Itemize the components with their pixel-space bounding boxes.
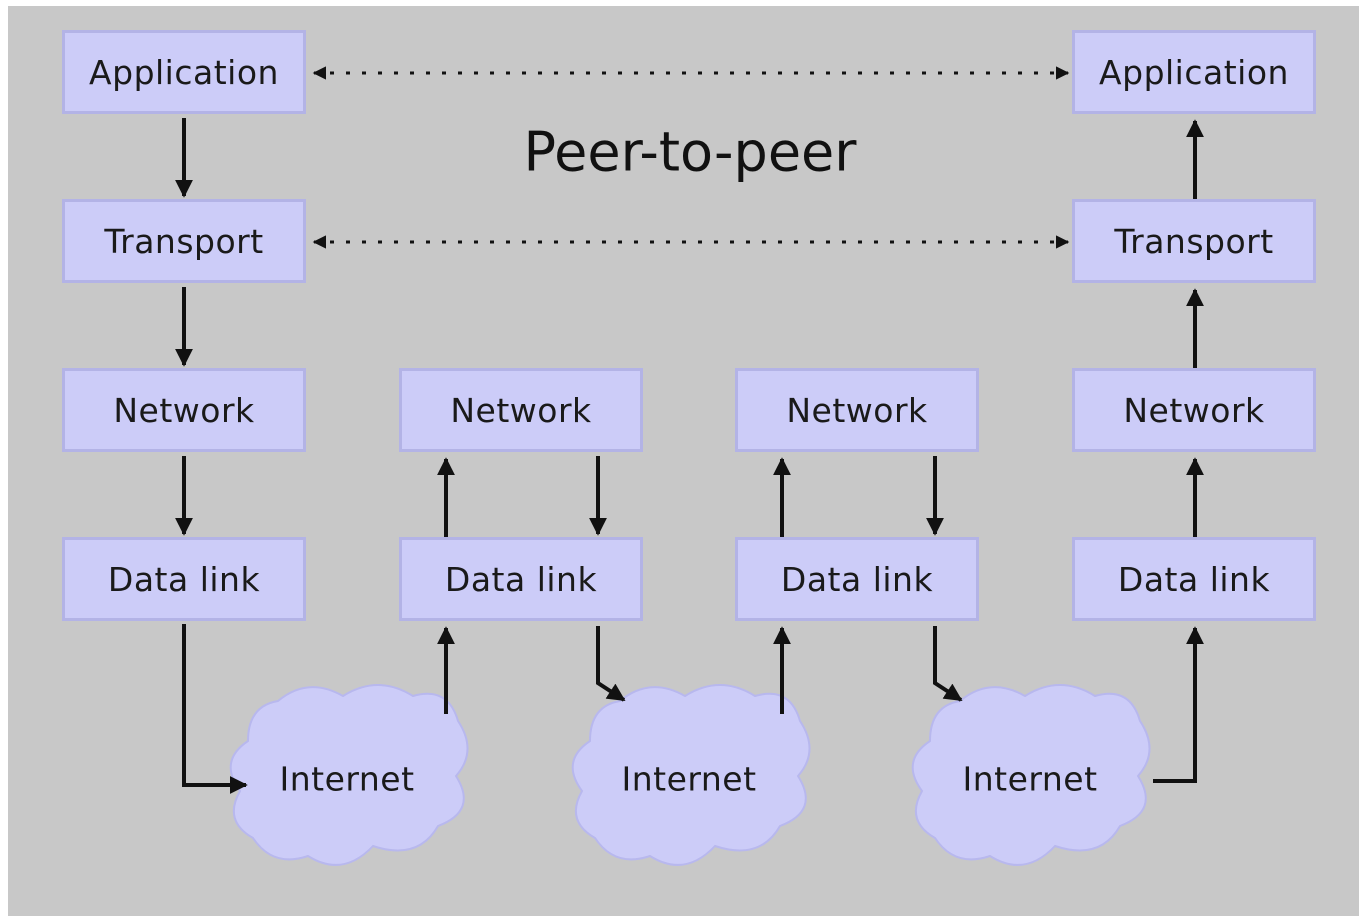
internet-cloud-3 [911,684,1151,866]
host-b-network-box: Network [1072,368,1316,452]
diagram-title: Peer-to-peer [523,120,857,184]
host-a-datalink-box: Data link [62,537,306,621]
host-a-transport-box: Transport [62,199,306,283]
host-b-transport-box: Transport [1072,199,1316,283]
host-b-datalink-box: Data link [1072,537,1316,621]
connectors [175,66,1204,866]
arrow-r2-datalink-internet3 [933,626,963,702]
host-a-network-box: Network [62,368,306,452]
host-a-application-box: Application [62,30,306,114]
arrow-internet3-b-datalink [1153,626,1204,783]
router-1-network-box: Network [399,368,643,452]
router-1-datalink-box: Data link [399,537,643,621]
internet-cloud-2 [571,684,811,866]
internet-label-2: Internet [621,759,757,799]
internet-label-3: Internet [962,759,1098,799]
peer-to-peer-diagram: Peer-to-peer Application Transport Netwo… [8,6,1359,916]
host-b-application-box: Application [1072,30,1316,114]
arrow-r1-datalink-internet2 [596,626,626,702]
router-2-datalink-box: Data link [735,537,979,621]
internet-label-1: Internet [279,759,415,799]
router-2-network-box: Network [735,368,979,452]
arrow-a-datalink-internet [182,624,248,794]
